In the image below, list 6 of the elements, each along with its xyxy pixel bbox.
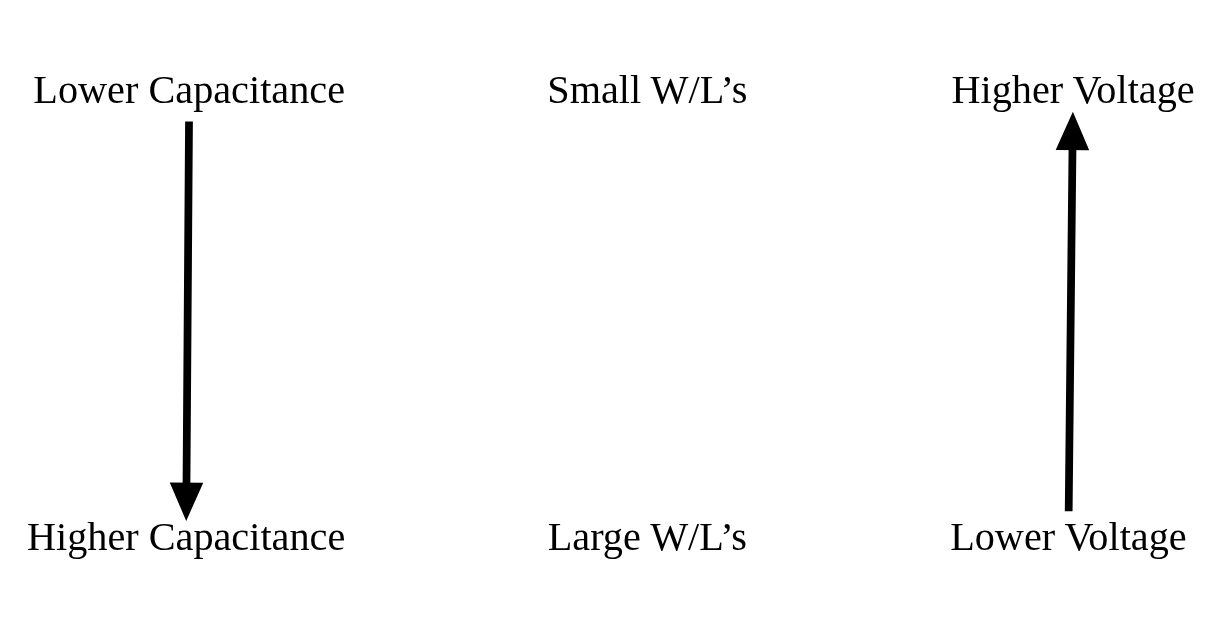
label: Small W/L’s <box>547 66 748 112</box>
node-text: Higher Voltage <box>951 66 1195 112</box>
node-text: Lower Voltage <box>950 513 1187 559</box>
node-text: Higher Capacitance <box>26 513 346 559</box>
label: Large W/L’s <box>547 513 748 559</box>
node-text: Lower Capacitance <box>33 66 346 112</box>
